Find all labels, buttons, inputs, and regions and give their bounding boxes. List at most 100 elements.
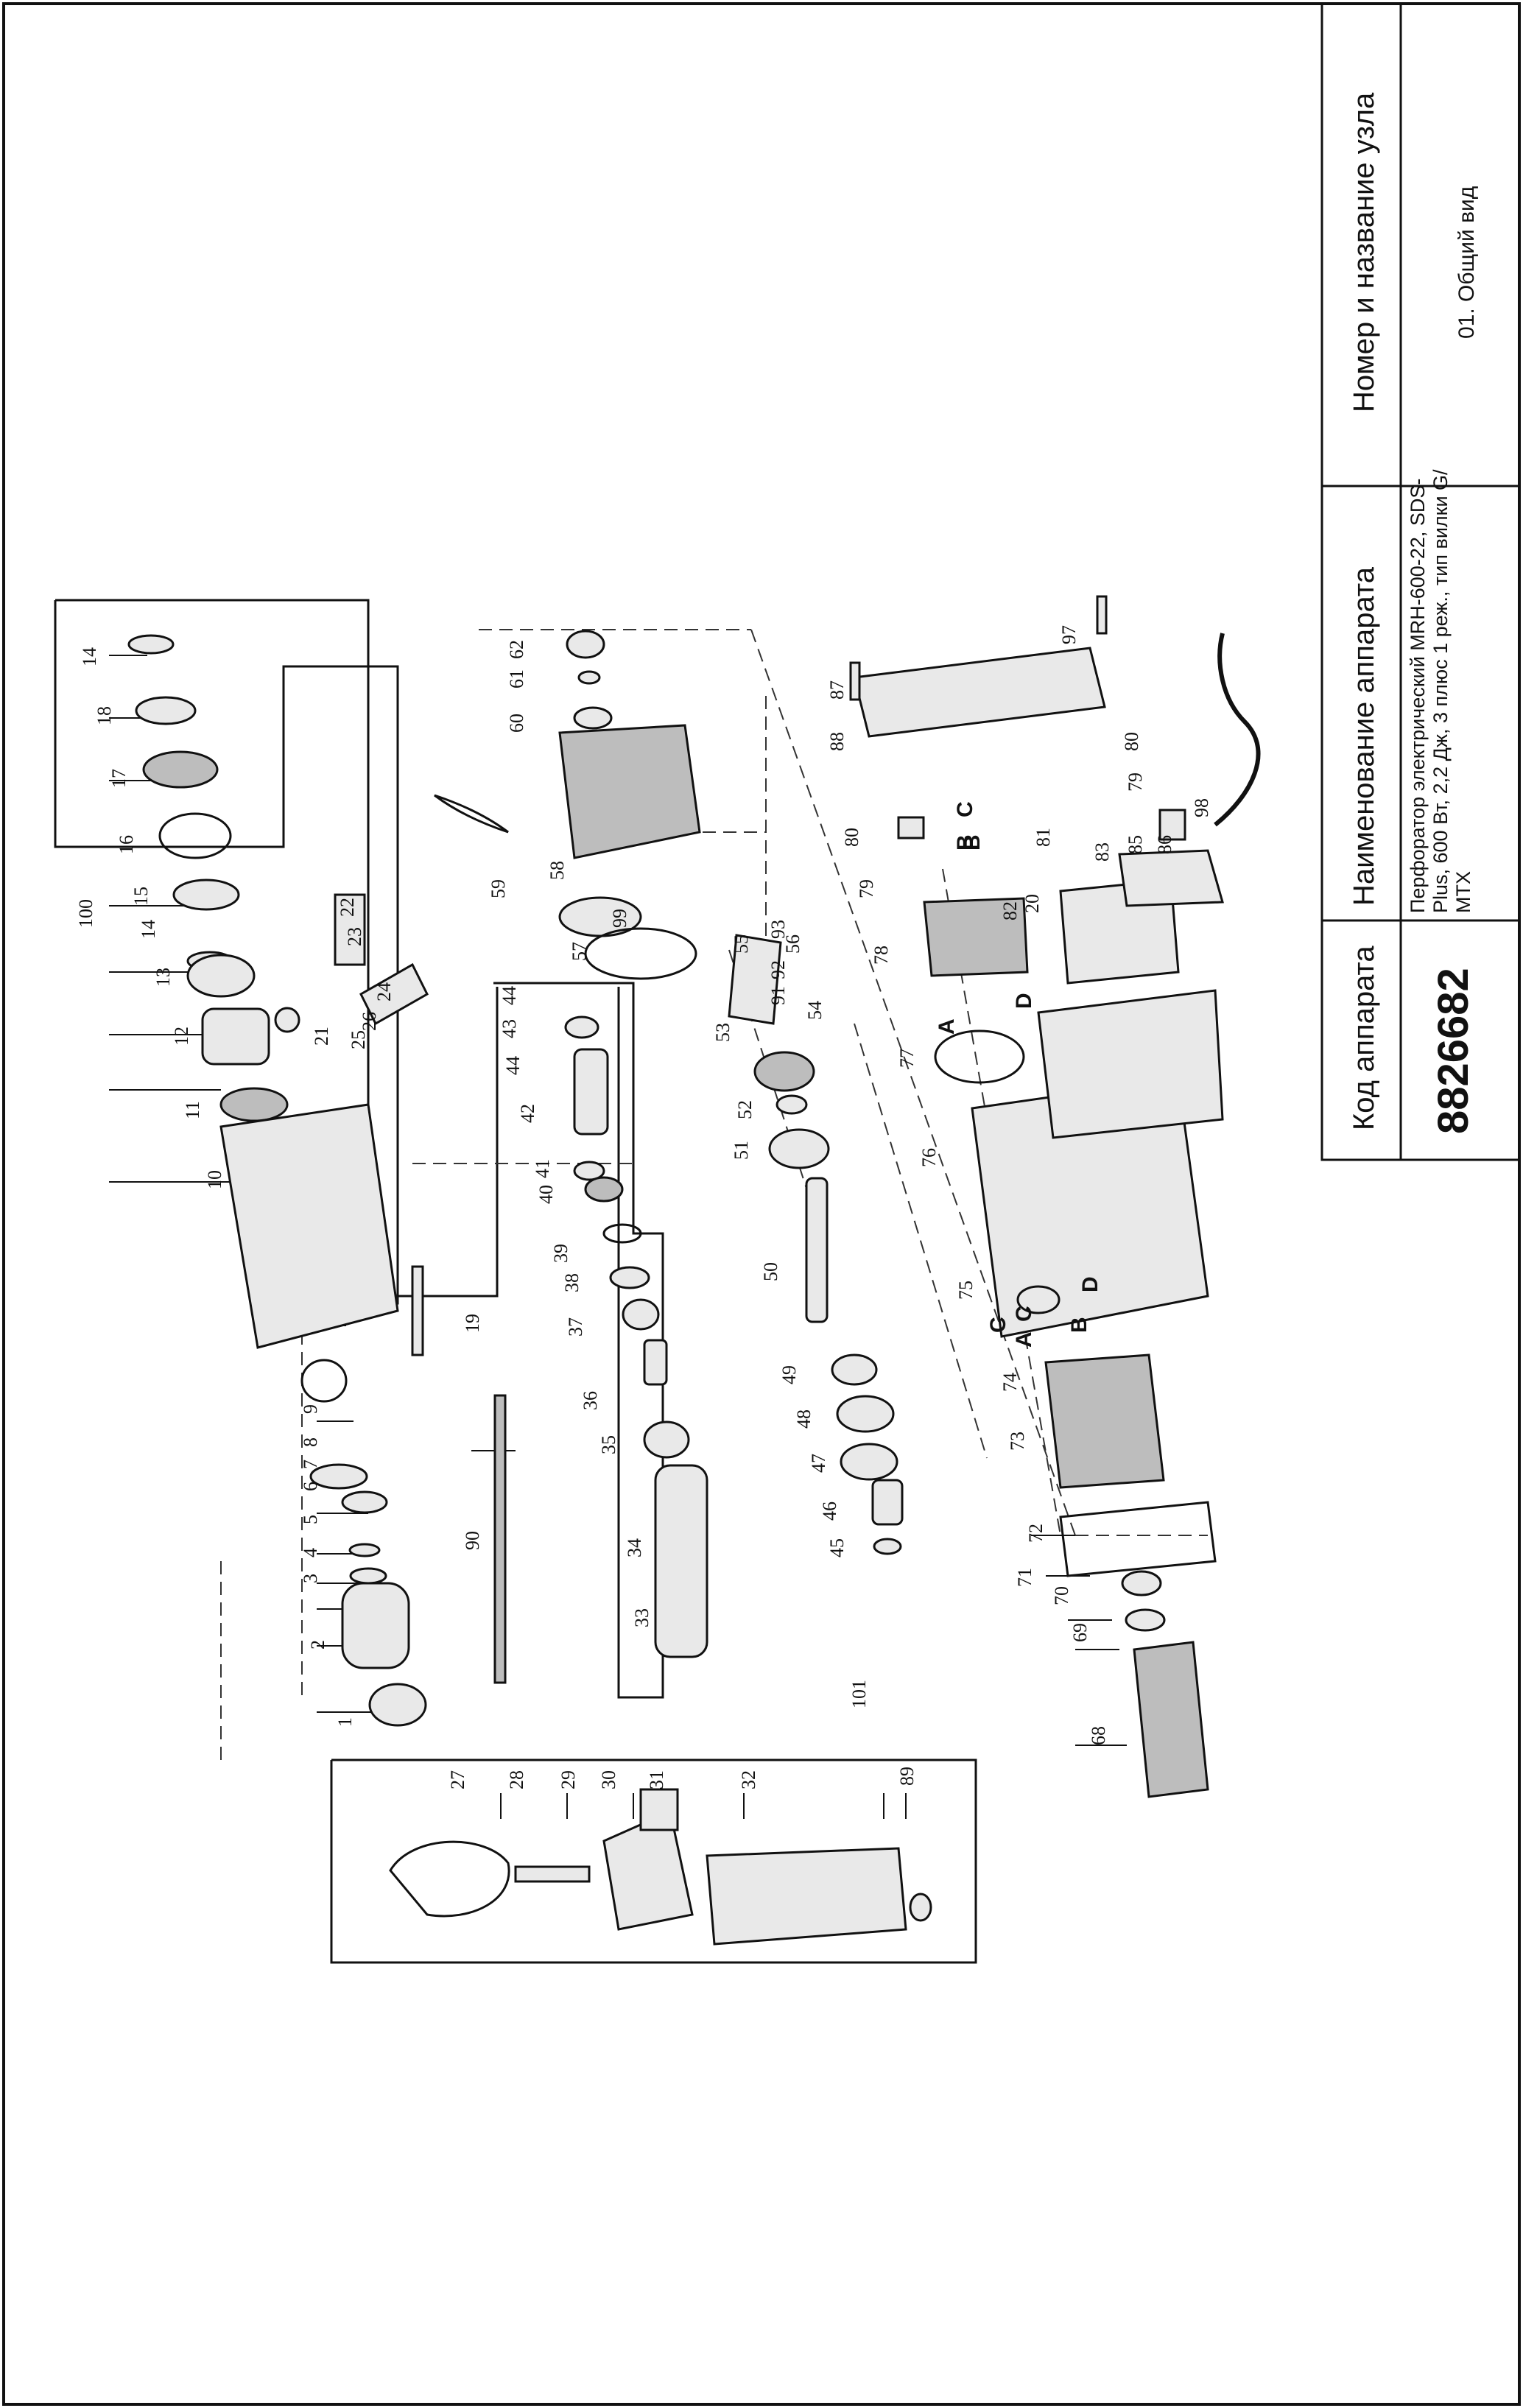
part-56-clutch (728, 934, 782, 1025)
part-label: 69 (1069, 1623, 1091, 1642)
part-label: 18 (94, 706, 115, 725)
part-label: 75 (955, 1281, 977, 1300)
part-label: 32 (738, 1770, 759, 1789)
part-42-cylinder (573, 1048, 609, 1136)
part-85-cable (1214, 633, 1261, 827)
part-label: 8 (300, 1437, 321, 1447)
title-block-device-name: Перфоратор электрический MRH-600-22, SDS… (1407, 469, 1474, 913)
part-label: 80 (1121, 732, 1142, 751)
part-label: 101 (848, 1680, 870, 1708)
connector-letter: C (1012, 1306, 1036, 1322)
part-41-ring (573, 1161, 605, 1181)
part-label: 62 (506, 640, 527, 659)
part-88-handle (853, 647, 1106, 738)
part-label: 17 (108, 769, 130, 788)
part-51-bearing (768, 1128, 830, 1169)
part-label: 42 (517, 1104, 538, 1123)
part-22-rack (334, 893, 366, 966)
part-label: 100 (75, 899, 96, 928)
part-label: 31 (646, 1770, 667, 1789)
part-shapes (127, 595, 1261, 1946)
part-label: 26 (359, 1012, 380, 1031)
part-label: 24 (373, 982, 395, 1001)
part-label: 28 (506, 1770, 527, 1789)
part-label: 72 (1025, 1524, 1047, 1543)
part-label: 52 (734, 1100, 756, 1119)
connector-letter: D (1078, 1276, 1102, 1292)
part-label: 11 (182, 1101, 203, 1119)
part-label: 86 (1154, 835, 1175, 854)
part-label: 90 (462, 1531, 483, 1550)
part-75-bearing (1016, 1285, 1061, 1314)
part-label: 49 (778, 1365, 800, 1384)
part-61-ring (577, 670, 601, 685)
part-label: 43 (499, 1019, 520, 1038)
part-label: 25 (348, 1030, 369, 1049)
part-37-bush (622, 1298, 660, 1331)
part-73-stator (1044, 1353, 1165, 1489)
part-83-cord-guard (1118, 849, 1224, 907)
part-label: 97 (1058, 625, 1080, 644)
part-label: 33 (631, 1608, 653, 1627)
part-label: 79 (1125, 772, 1146, 792)
connector-letter: A (1012, 1331, 1036, 1348)
part-32-grip (706, 1847, 907, 1946)
part-label: 78 (870, 946, 892, 965)
part-label: 2 (307, 1640, 328, 1650)
part-label: 27 (447, 1770, 468, 1789)
part-label: 36 (580, 1391, 601, 1410)
part-label: 12 (171, 1027, 192, 1046)
part-label: 83 (1091, 842, 1113, 862)
part-label: 98 (1191, 798, 1212, 817)
part-label: 56 (782, 934, 803, 954)
part-label: 47 (808, 1454, 829, 1473)
part-label: 9 (300, 1404, 321, 1414)
part-53-gear (753, 1051, 815, 1092)
part-45-ring (873, 1538, 902, 1555)
part-68-rotor (1133, 1641, 1209, 1798)
part-label: 15 (130, 887, 152, 906)
part-label: 71 (1014, 1568, 1035, 1587)
part-20-housing-half (1037, 989, 1224, 1139)
part-4-ring (348, 1543, 381, 1557)
part-27-band (389, 1840, 510, 1918)
part-label: 41 (532, 1159, 553, 1178)
part-80-brush (897, 816, 925, 839)
part-17-gear (142, 750, 219, 789)
part-24-switch (359, 962, 429, 1026)
part-35-sleeve (643, 1420, 690, 1459)
part-label: 3 (300, 1574, 321, 1583)
part-62-bearing (566, 630, 605, 659)
part-label: 1 (334, 1717, 356, 1727)
part-label: 81 (1033, 828, 1054, 847)
part-2-chuck-sleeve (341, 1582, 410, 1669)
part-label: 85 (1125, 835, 1146, 854)
part-label: 79 (856, 879, 877, 898)
part-label: 5 (300, 1515, 321, 1524)
part-label: 34 (624, 1538, 645, 1557)
part-40-bush (584, 1176, 624, 1203)
connector-letter: C (953, 801, 977, 817)
part-70-bearing (1121, 1570, 1162, 1596)
part-label: 29 (558, 1770, 579, 1789)
part-label: 4 (300, 1548, 321, 1557)
title-block-node-header: Номер и название узла (1348, 92, 1380, 412)
title-block-device-header: Наименование аппарата (1348, 567, 1380, 906)
part-label: 46 (819, 1502, 840, 1521)
part-label: 80 (841, 828, 862, 847)
group-outlines (54, 599, 977, 1964)
part-label: 87 (826, 680, 848, 700)
part-46-pinion (871, 1479, 904, 1526)
part-label: 53 (712, 1023, 734, 1042)
part-38-washer (609, 1266, 650, 1289)
part-12-bush (201, 1007, 270, 1066)
part-label: 48 (793, 1409, 815, 1429)
title-block-node-value: 01. Общий вид (1455, 186, 1479, 339)
part-14-ring (127, 634, 175, 655)
part-label: 99 (609, 909, 630, 928)
part-11-seal (219, 1087, 289, 1122)
part-36-piston (643, 1339, 668, 1386)
part-label: 57 (569, 942, 590, 961)
part-labels: 1 2 3 4 5 6 7 8 9 10 11 12 13 14 14 15 1… (75, 625, 1212, 1789)
